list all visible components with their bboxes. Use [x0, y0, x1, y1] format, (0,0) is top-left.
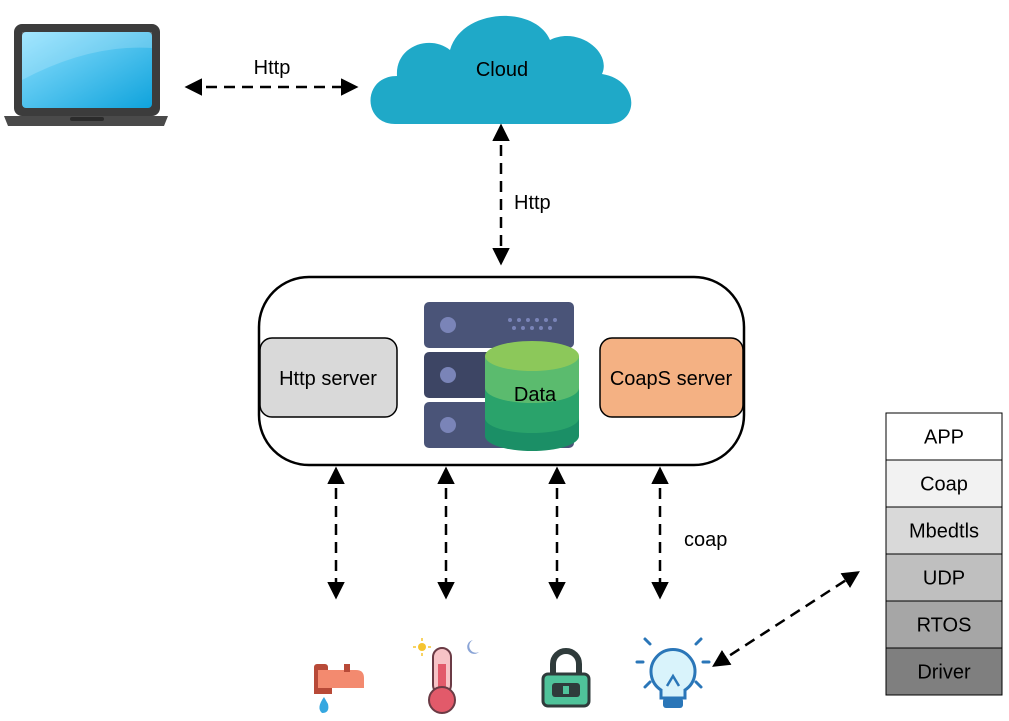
database-icon: Data [485, 341, 579, 451]
coaps-server-box [599, 337, 744, 418]
padlock-icon [541, 648, 591, 708]
coap-link-label: coap [684, 529, 727, 551]
thermometer-icon [413, 638, 479, 714]
stack-layer-app-label: APP [924, 427, 964, 449]
bulb-stack-link [712, 571, 860, 667]
cloud-icon [370, 15, 632, 125]
stack-layer-udp-label: UDP [923, 568, 965, 590]
cloud-label: Cloud [476, 59, 528, 81]
stack-layer-rtos-label: RTOS [917, 615, 972, 637]
cloud-gateway-link-label: Http [514, 192, 551, 214]
cloud-node: Cloud [370, 15, 632, 125]
http-server-box [259, 337, 398, 418]
stack-layer-driver [885, 647, 1003, 696]
laptop-cloud-link-label: Http [254, 57, 291, 79]
lightbulb-icon [635, 637, 711, 708]
http-server-label: Http server [279, 368, 377, 390]
stack-layer-app [885, 412, 1003, 461]
stack-layer-rtos [885, 600, 1003, 649]
stack-layer-mbedtls [885, 506, 1003, 555]
stack-layer-mbedtls-label: Mbedtls [909, 521, 979, 543]
stack-layer-udp [885, 553, 1003, 602]
gateway-node: Http server CoapS server Data [257, 275, 746, 467]
faucet-icon [314, 664, 364, 713]
stack-layer-coap [885, 459, 1003, 508]
data-label: Data [514, 384, 557, 406]
laptop-icon [4, 24, 168, 126]
stack-layer-driver-label: Driver [917, 662, 971, 684]
stack-layer-coap-label: Coap [920, 474, 968, 496]
coaps-server-label: CoapS server [610, 368, 733, 390]
